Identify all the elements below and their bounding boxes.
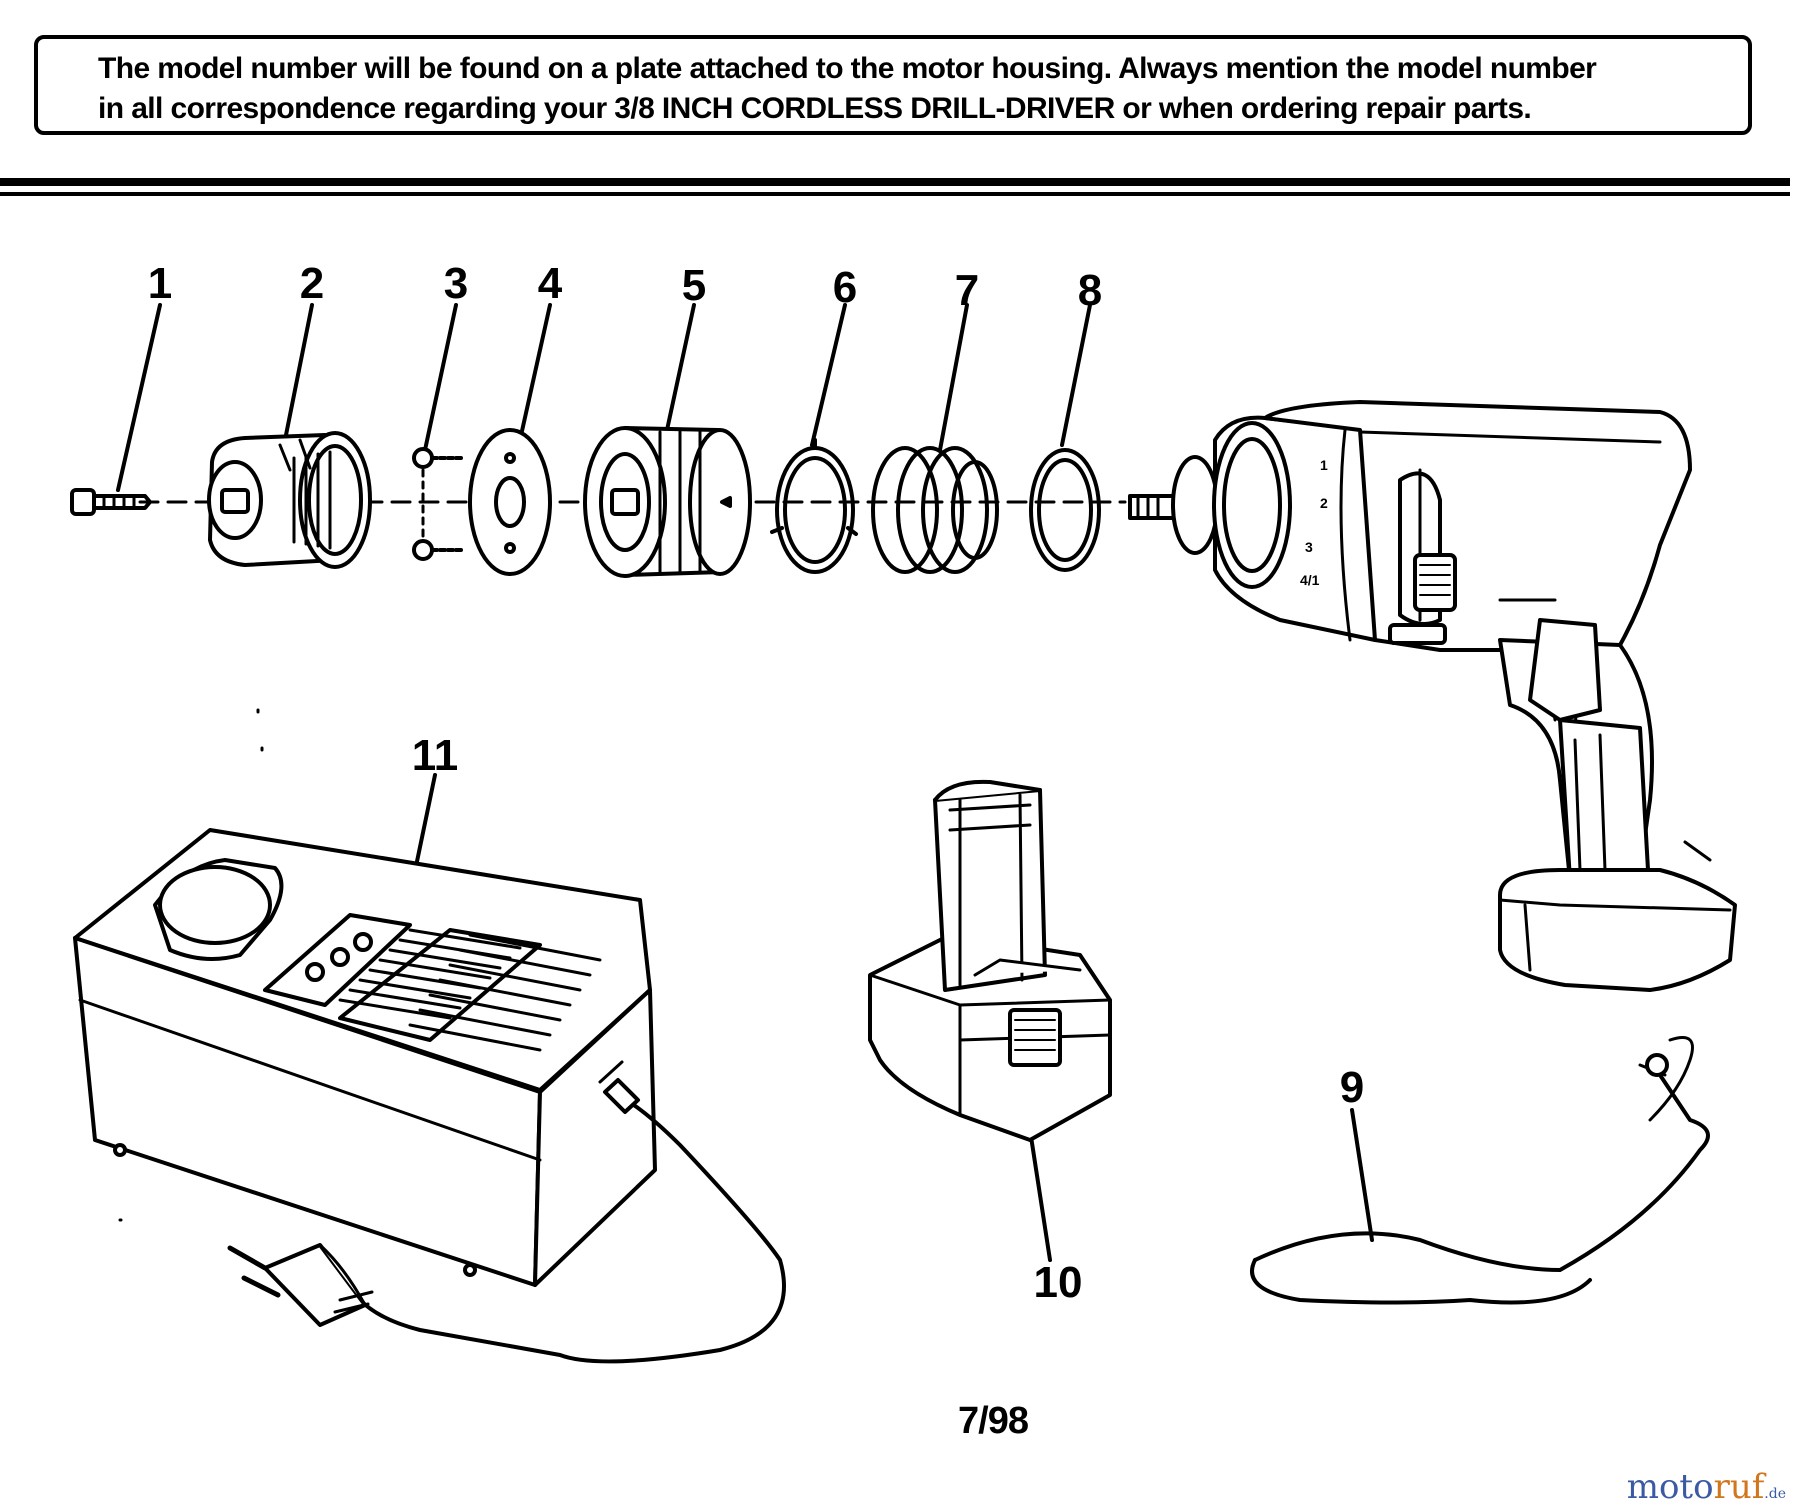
part-3-screws xyxy=(412,447,464,561)
callout-10: 10 xyxy=(1034,1258,1083,1307)
callout-3: 3 xyxy=(444,259,468,308)
leader-lines xyxy=(116,303,1374,1262)
part-1-screw xyxy=(70,488,152,516)
clutch-mark-3: 3 xyxy=(1305,539,1313,555)
callout-4: 4 xyxy=(538,259,563,308)
product-name: 3/8 INCH CORDLESS DRILL-DRIVER xyxy=(614,92,1115,125)
notice-line-1: The model number will be found on a plat… xyxy=(98,52,1597,85)
callout-9: 9 xyxy=(1340,1063,1364,1112)
part-7-clutch-spring xyxy=(871,446,999,574)
part-9-wrist-strap xyxy=(1250,1036,1710,1305)
watermark-part-2: ruf xyxy=(1713,1467,1765,1507)
clutch-mark-1: 1 xyxy=(1320,457,1328,473)
clutch-mark-2: 2 xyxy=(1320,495,1328,511)
notice-line-2-end: or when ordering repair parts. xyxy=(1114,92,1532,125)
callout-5: 5 xyxy=(682,261,706,310)
watermark-logo: motoruf.de xyxy=(1627,1467,1786,1507)
callout-1: 1 xyxy=(148,259,172,308)
callout-11: 11 xyxy=(412,731,459,780)
drill-clutch-markings: 1 2 3 4/1 xyxy=(1300,457,1328,588)
part-11-battery-charger xyxy=(73,828,786,1364)
notice-line-2: in all correspondence regarding your 3/8… xyxy=(98,89,1722,129)
model-number-notice-box: The model number will be found on a plat… xyxy=(34,35,1752,135)
notice-line-2-text: in all correspondence regarding your xyxy=(98,92,615,125)
scan-specks xyxy=(118,708,264,1222)
watermark-part-1: moto xyxy=(1626,1467,1714,1507)
callout-8: 8 xyxy=(1078,266,1102,315)
part-10-battery-pack xyxy=(868,779,1112,1142)
callout-2: 2 xyxy=(300,259,324,308)
callout-6: 6 xyxy=(833,263,857,312)
part-5-clutch-ring xyxy=(583,426,752,578)
header-rule-thick xyxy=(0,178,1790,186)
drill-driver-body xyxy=(1128,400,1737,992)
page-number: 7/98 xyxy=(958,1400,1029,1442)
callout-7: 7 xyxy=(955,266,979,315)
clutch-mark-4-1: 4/1 xyxy=(1300,572,1320,588)
part-2-keyless-chuck xyxy=(207,431,372,569)
part-4-washer-plate xyxy=(468,428,552,576)
header-rule-thin xyxy=(0,192,1790,196)
part-6-retaining-ring xyxy=(770,438,858,574)
callout-numbers: 1 2 3 4 5 6 7 8 9 10 11 xyxy=(148,259,1364,1307)
watermark-suffix: .de xyxy=(1764,1486,1786,1502)
part-8-washer-ring xyxy=(1029,448,1101,572)
